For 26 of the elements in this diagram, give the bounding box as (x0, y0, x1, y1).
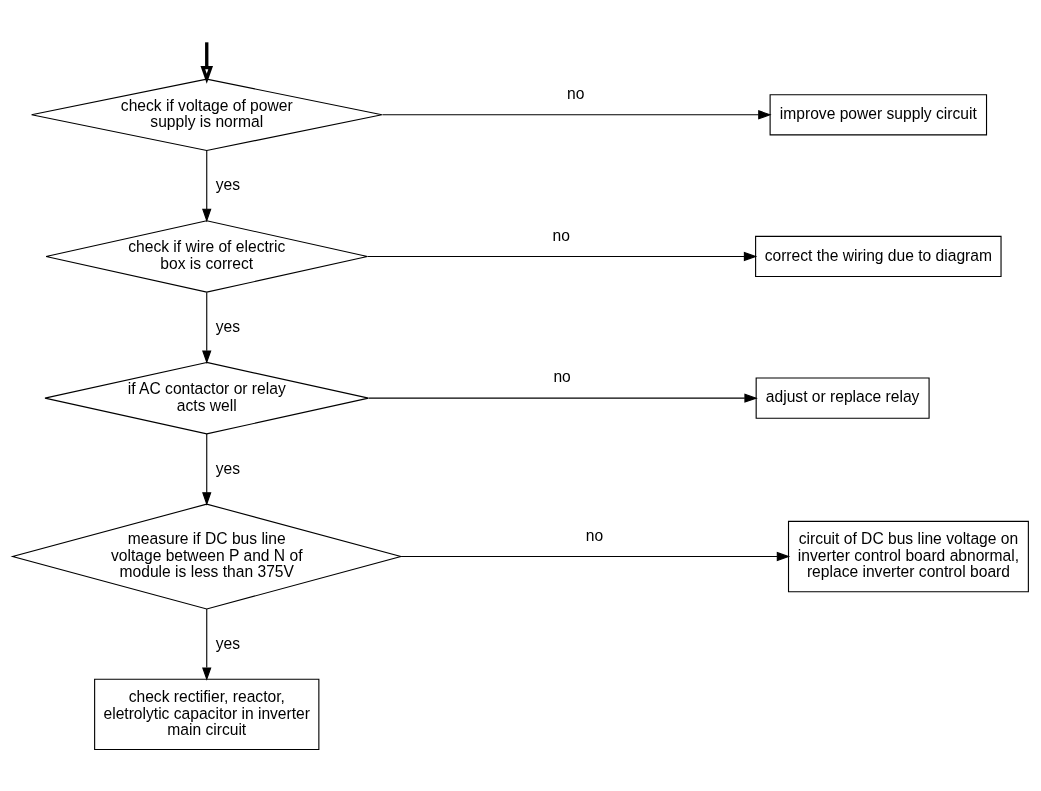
node-diamond: if AC contactor or relay acts well (44, 361, 370, 435)
node-box: correct the wiring due to diagram (755, 235, 1002, 278)
edge-label: no (552, 226, 570, 244)
arrow (367, 251, 758, 262)
node-box: adjust or replace relay (755, 377, 930, 419)
node-diamond: check if wire of electric box is correct (45, 220, 368, 293)
edge-label: no (567, 84, 585, 102)
arrow (400, 551, 791, 562)
arrow (381, 110, 772, 120)
edge-label: no (585, 526, 604, 544)
edge-label: yes (215, 317, 240, 335)
edge-label: yes (215, 634, 240, 652)
edge-label: yes (215, 176, 240, 194)
arrow (202, 291, 212, 364)
node-diamond: measure if DC bus line voltage between P and N of module is less than 375V (10, 503, 403, 610)
arrow (202, 608, 212, 681)
edge-label: yes (215, 459, 240, 477)
node-diamond: check if voltage of power supply is normal (31, 78, 383, 152)
edge-label: no (553, 368, 571, 386)
arrow (202, 150, 212, 223)
node-box: check rectifier, reactor, eletrolytic capacitor in inverter main circuit (94, 678, 320, 751)
arrow (200, 42, 213, 84)
arrow (368, 393, 758, 403)
arrow (202, 433, 212, 506)
node-box: circuit of DC bus line voltage on inverter control board abnormal, replace inverter control board (787, 520, 1029, 593)
node-box: improve power supply circuit (769, 94, 988, 136)
